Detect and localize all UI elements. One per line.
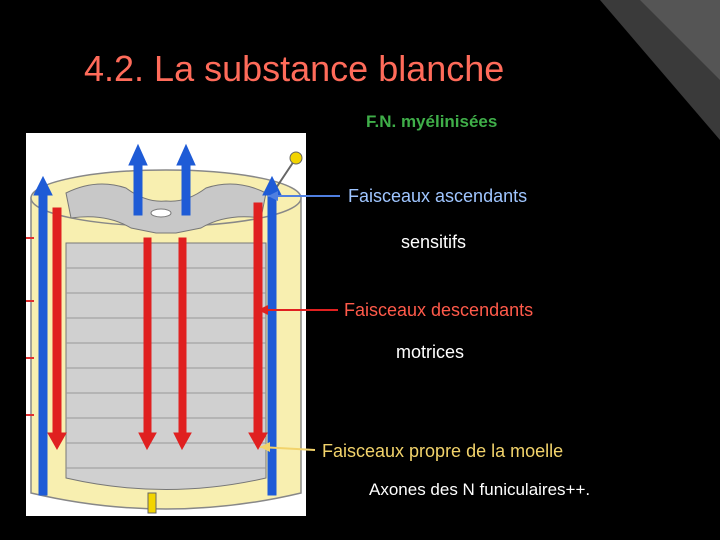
motor-label: motrices [396, 342, 465, 362]
spinal-cord-diagram [26, 133, 306, 516]
ascending-tracts-label: Faisceaux ascendants [348, 186, 528, 206]
descending-tracts-label: Faisceaux descendants [344, 300, 534, 320]
slide-title: 4.2. La substance blanche [84, 48, 505, 89]
sensory-label: sensitifs [401, 232, 467, 252]
funicular-axons-label: Axones des N funiculaires++. [369, 480, 591, 499]
myelinated-fibers-label: F.N. myélinisées [366, 112, 498, 131]
proper-tracts-label: Faisceaux propre de la moelle [322, 441, 564, 461]
